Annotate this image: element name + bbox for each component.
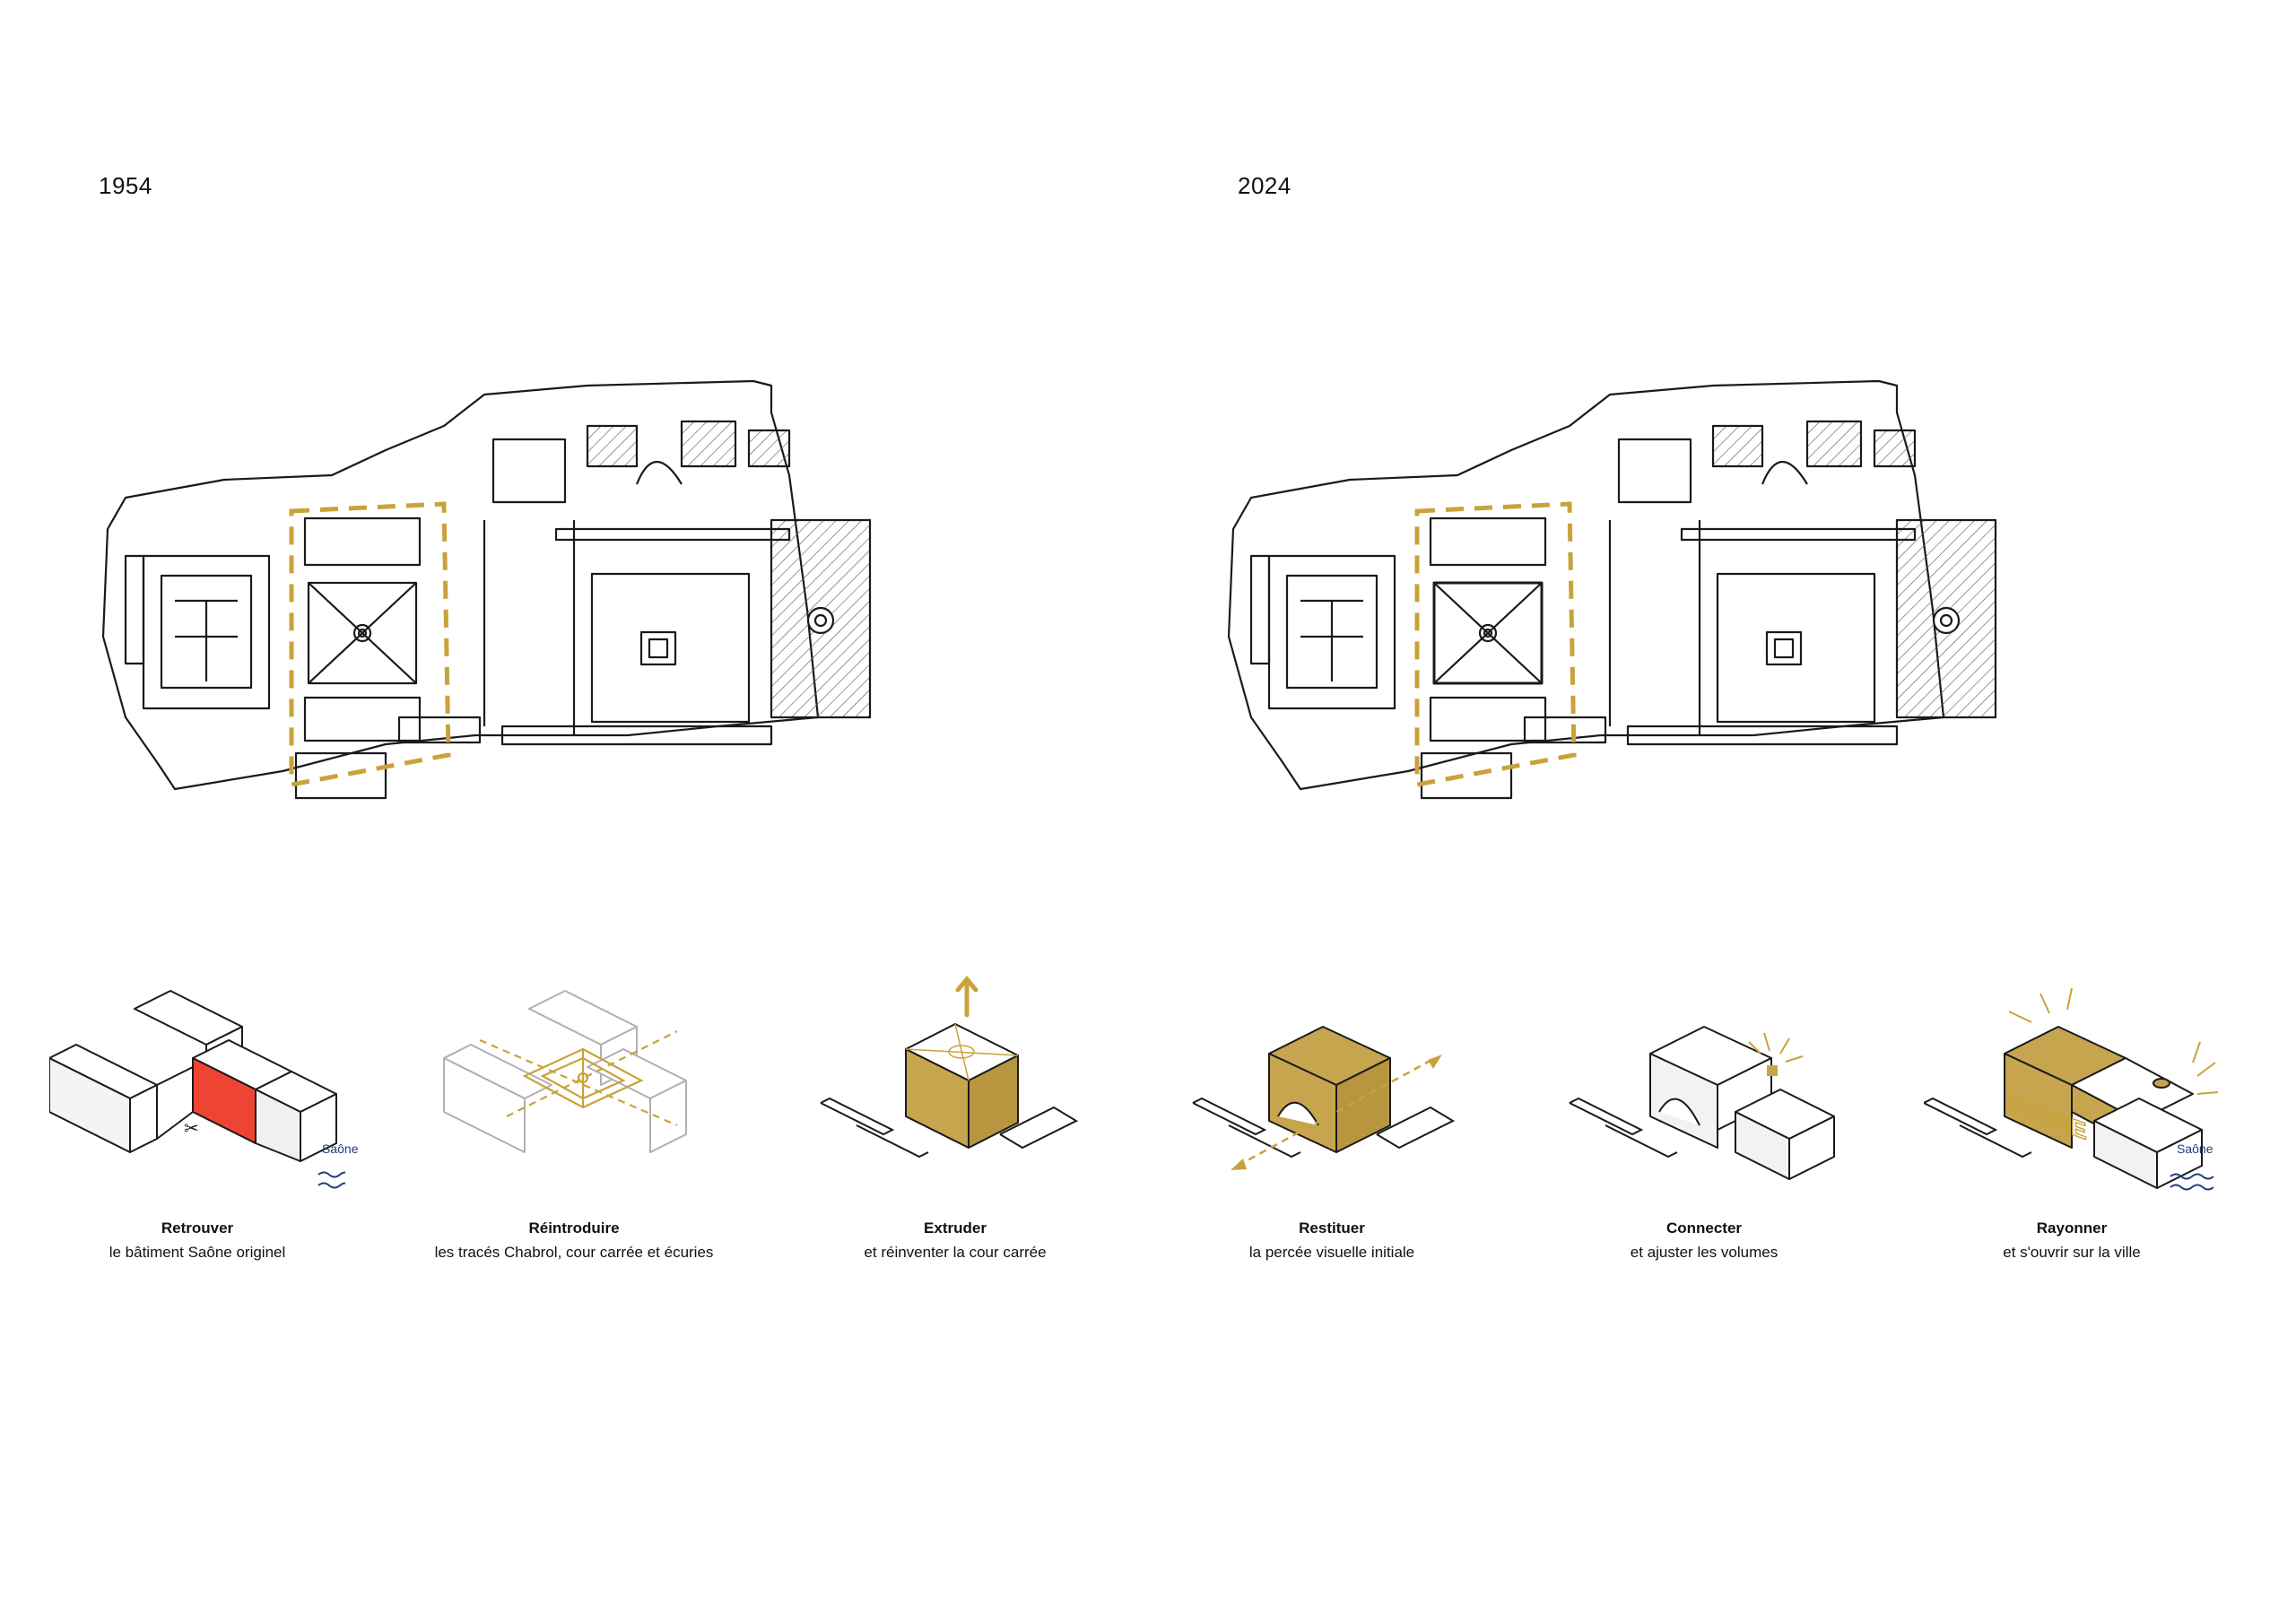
water-label: Saône	[322, 1141, 359, 1156]
step-title: Rayonner	[2036, 1219, 2108, 1237]
step-subtitle: les tracés Chabrol, cour carrée et écuri…	[434, 1244, 714, 1261]
step-title: Connecter	[1665, 1219, 1743, 1237]
highlight-dashed-outline	[289, 501, 451, 788]
step-subtitle: et s'ouvrir sur la ville	[2003, 1244, 2141, 1261]
iso-diagram-connecter	[1569, 1026, 1835, 1180]
step-reintroduire: Réintroduire les tracés Chabrol, cour ca…	[426, 968, 722, 1327]
scissors-icon: ✂	[184, 1119, 199, 1139]
water-wave-icon	[317, 1171, 345, 1178]
sparkle-icon	[1748, 1032, 1804, 1063]
step-extruder: Extruder et réinventer la cour carrée	[807, 968, 1103, 1327]
iso-diagram-restituer	[1192, 1026, 1456, 1170]
step-subtitle: et réinventer la cour carrée	[864, 1244, 1047, 1261]
step-restituer: Restituer la percée visuelle initiale	[1184, 968, 1480, 1327]
iso-diagram-extruder	[820, 976, 1079, 1159]
plan-2024	[1227, 379, 1997, 800]
water-label: Saône	[2177, 1141, 2213, 1156]
up-arrow-icon	[955, 976, 978, 1018]
highlight-dashed-outline	[1414, 501, 1577, 788]
step-retrouver: ✂ Saône Retrouver le bâtiment Saône orig…	[49, 968, 358, 1327]
year-label-2024: 2024	[1238, 172, 1292, 199]
step-rayonner: SCENE Saône Rayonner et s'ouvrir sur la …	[1924, 968, 2220, 1327]
year-label-1954: 1954	[99, 172, 152, 199]
step-connecter: Connecter et ajuster les volumes	[1556, 968, 1852, 1327]
water-wave-icon	[2170, 1173, 2214, 1180]
step-title: Extruder	[924, 1219, 987, 1237]
plan-1954	[101, 379, 872, 800]
iso-diagram-retrouver: ✂	[49, 990, 345, 1189]
step-title: Retrouver	[161, 1219, 234, 1237]
step-subtitle: le bâtiment Saône originel	[109, 1244, 286, 1261]
step-title: Réintroduire	[528, 1219, 620, 1237]
step-subtitle: la percée visuelle initiale	[1248, 1244, 1415, 1261]
step-subtitle: et ajuster les volumes	[1630, 1244, 1779, 1261]
iso-diagram-reintroduire	[443, 990, 687, 1153]
step-title: Restituer	[1299, 1219, 1365, 1237]
iso-diagram-rayonner: SCENE	[1924, 987, 2219, 1191]
radiate-lines-icon	[2008, 987, 2219, 1095]
